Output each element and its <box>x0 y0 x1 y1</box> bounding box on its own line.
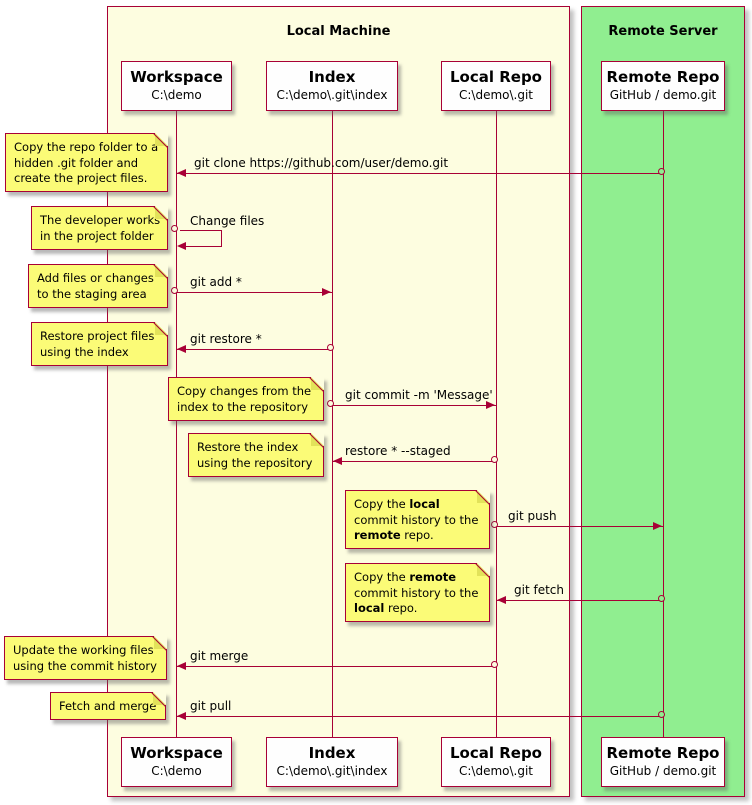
participant-path: C:\demo <box>151 764 202 778</box>
participant-name: Workspace <box>130 68 223 86</box>
frame-remote-server-title: Remote Server <box>608 24 718 39</box>
arrowhead-right-icon <box>486 401 495 409</box>
lifeline-local-repo <box>496 111 497 737</box>
message-label: git restore * <box>190 332 262 346</box>
participant-name: Index <box>308 744 356 762</box>
participant-path: C:\demo\.git\index <box>276 88 388 102</box>
participant-workspace-bottom: Workspace C:\demo <box>121 737 232 787</box>
participant-remote-repo-top: Remote Repo GitHub / demo.git <box>601 61 725 111</box>
message-label: git merge <box>190 649 249 663</box>
participant-path: C:\demo\.git\index <box>276 764 388 778</box>
participant-path: C:\demo\.git <box>458 764 533 778</box>
arrowhead-left-icon <box>177 345 186 353</box>
lifeline-index <box>332 111 333 737</box>
message-label: restore * --staged <box>345 444 451 458</box>
source-circle-icon <box>171 287 178 294</box>
note-change-files: The developer works in the project folde… <box>31 206 168 250</box>
arrowhead-right-icon <box>653 522 662 530</box>
note-git-fetch: Copy the remote commit history to the lo… <box>345 563 490 622</box>
message-line <box>496 600 663 601</box>
source-circle-icon <box>491 521 498 528</box>
message-label: git add * <box>190 275 242 289</box>
participant-index-top: Index C:\demo\.git\index <box>266 61 398 111</box>
source-circle-icon <box>327 400 334 407</box>
participant-path: C:\demo <box>151 88 202 102</box>
source-circle-icon <box>658 711 665 718</box>
message-label: git clone https://github.com/user/demo.g… <box>194 156 449 170</box>
arrowhead-left-icon <box>497 596 506 604</box>
message-line <box>221 230 222 247</box>
message-label: git fetch <box>514 583 564 597</box>
arrowhead-left-icon <box>333 457 342 465</box>
participant-name: Local Repo <box>449 744 542 762</box>
message-line <box>332 461 496 462</box>
message-label: Change files <box>190 214 265 228</box>
source-circle-icon <box>327 344 334 351</box>
participant-index-bottom: Index C:\demo\.git\index <box>266 737 398 787</box>
arrowhead-left-icon <box>177 712 186 720</box>
participant-name: Workspace <box>130 744 223 762</box>
message-line <box>176 666 496 667</box>
message-line <box>176 292 332 293</box>
note-git-add: Add files or changes to the staging area <box>28 264 168 308</box>
source-circle-icon <box>658 595 665 602</box>
arrowhead-left-icon <box>177 242 186 250</box>
participant-name: Local Repo <box>449 68 542 86</box>
frame-local-machine-title: Local Machine <box>286 24 391 39</box>
participant-name: Index <box>308 68 356 86</box>
participant-workspace-top: Workspace C:\demo <box>121 61 232 111</box>
message-label: git commit -m 'Message' <box>345 388 493 402</box>
lifeline-remote-repo <box>663 111 664 737</box>
note-git-merge: Update the working files using the commi… <box>4 636 167 680</box>
participant-name: Remote Repo <box>606 68 720 86</box>
message-line <box>332 405 496 406</box>
message-line <box>180 230 222 231</box>
arrowhead-right-icon <box>322 288 331 296</box>
participant-local-repo-bottom: Local Repo C:\demo\.git <box>441 737 551 787</box>
source-circle-icon <box>491 661 498 668</box>
arrowhead-left-icon <box>177 662 186 670</box>
note-git-push: Copy the local commit history to the rem… <box>345 490 490 549</box>
message-line <box>176 716 663 717</box>
message-line <box>496 526 663 527</box>
participant-path: C:\demo\.git <box>458 88 533 102</box>
message-line <box>186 246 222 247</box>
note-clone: Copy the repo folder to a hidden .git fo… <box>5 133 168 192</box>
participant-name: Remote Repo <box>606 744 720 762</box>
note-git-restore: Restore project files using the index <box>31 322 168 366</box>
arrowhead-left-icon <box>177 169 186 177</box>
message-label: git push <box>508 509 557 523</box>
participant-local-repo-top: Local Repo C:\demo\.git <box>441 61 551 111</box>
source-circle-icon <box>171 225 178 232</box>
message-line <box>176 173 663 174</box>
message-line <box>176 349 332 350</box>
participant-path: GitHub / demo.git <box>609 764 717 778</box>
note-git-pull: Fetch and merge <box>50 692 166 720</box>
message-label: git pull <box>190 699 232 713</box>
source-circle-icon <box>491 456 498 463</box>
lifeline-workspace <box>176 111 177 737</box>
note-git-commit: Copy changes from the index to the repos… <box>168 377 324 421</box>
participant-remote-repo-bottom: Remote Repo GitHub / demo.git <box>601 737 725 787</box>
source-circle-icon <box>658 168 665 175</box>
participant-path: GitHub / demo.git <box>609 88 717 102</box>
note-restore-staged: Restore the index using the repository <box>188 433 324 477</box>
